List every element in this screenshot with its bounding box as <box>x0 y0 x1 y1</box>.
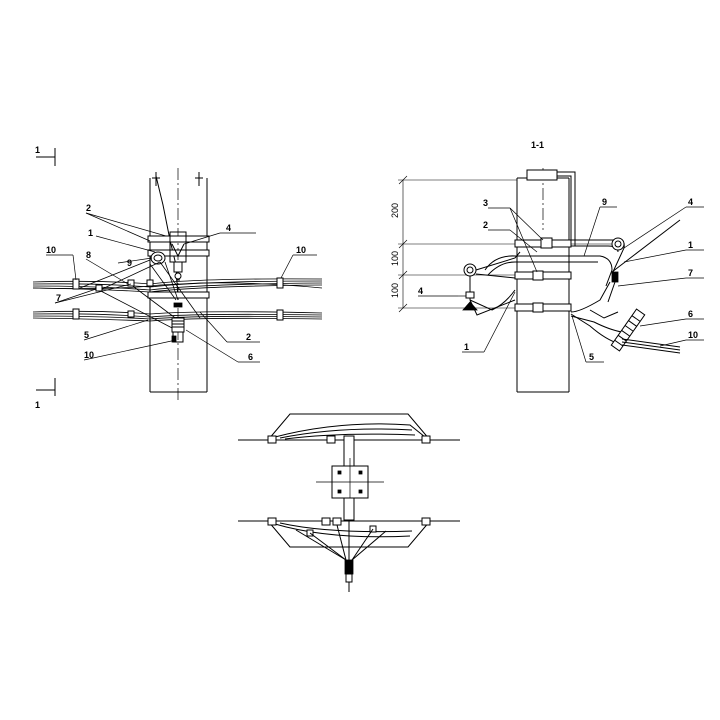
section-label-9: 9 <box>602 197 607 207</box>
label-8: 8 <box>86 250 91 260</box>
surge-arrester <box>171 302 185 343</box>
tension-clamp <box>169 231 187 281</box>
label-10-right: 10 <box>296 245 306 255</box>
section-label-3: 3 <box>483 198 488 208</box>
section-view: 1-1 200 100 100 <box>390 140 704 393</box>
insulator-left <box>150 251 166 265</box>
section-surge-arrester <box>610 308 646 352</box>
dimension-lines: 200 100 100 <box>390 175 625 313</box>
section-marker-bottom: 1 <box>35 378 56 410</box>
section-label-2: 2 <box>483 220 488 230</box>
front-view: 2 1 9 8 10 4 10 7 5 10 2 6 <box>32 168 323 400</box>
section-leaders <box>418 206 704 363</box>
tie-left <box>72 278 80 290</box>
dim-200: 200 <box>390 203 400 218</box>
label-1: 1 <box>88 228 93 238</box>
section-label-1-right: 1 <box>688 240 693 250</box>
label-7: 7 <box>56 293 61 303</box>
dim-100-upper: 100 <box>390 251 400 266</box>
section-marker-top-label: 1 <box>35 145 40 155</box>
section-marker-bottom-label: 1 <box>35 400 40 410</box>
plan-view <box>238 413 460 592</box>
section-label-1-left: 1 <box>464 342 469 352</box>
label-10-bottom: 10 <box>84 350 94 360</box>
section-label-4-left: 4 <box>418 286 423 296</box>
band-lower <box>147 291 210 299</box>
label-2-bottom: 2 <box>246 332 251 342</box>
tie-right <box>276 277 284 289</box>
section-label-10: 10 <box>688 330 698 340</box>
section-label-6: 6 <box>688 309 693 319</box>
label-9: 9 <box>127 258 132 268</box>
section-label-5: 5 <box>589 352 594 362</box>
label-4: 4 <box>226 223 231 233</box>
label-5: 5 <box>84 330 89 340</box>
band-upper <box>147 235 210 243</box>
section-label-7: 7 <box>688 268 693 278</box>
dim-100-lower: 100 <box>390 283 400 298</box>
label-10-left: 10 <box>46 245 56 255</box>
section-marker-top: 1 <box>35 145 56 166</box>
label-6: 6 <box>248 352 253 362</box>
front-leaders <box>46 212 317 363</box>
section-label-4-right: 4 <box>688 197 693 207</box>
section-title: 1-1 <box>531 140 544 150</box>
label-2-top: 2 <box>86 203 91 213</box>
